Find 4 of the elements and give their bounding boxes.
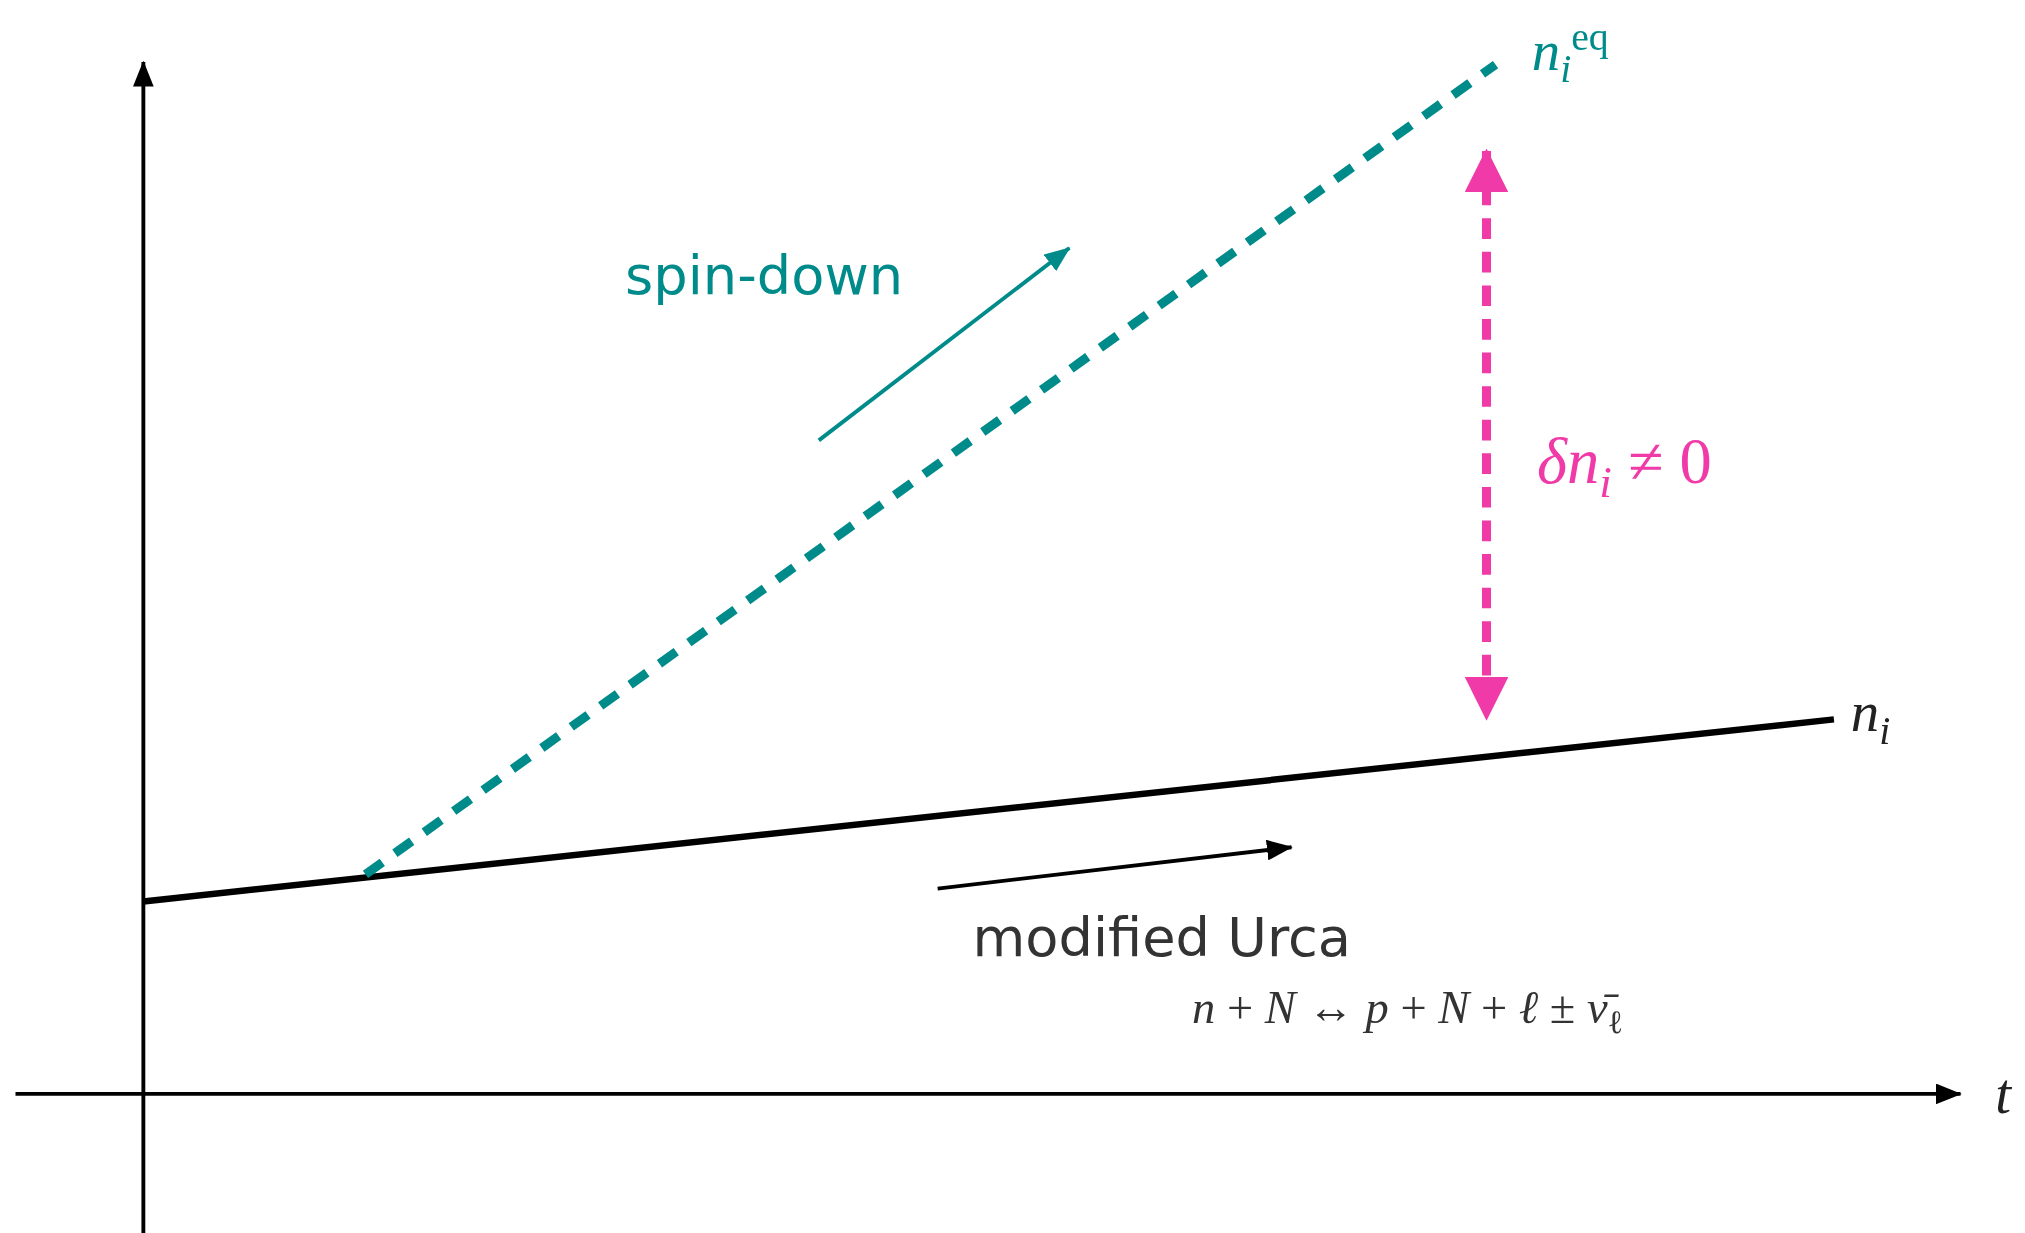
axis-label: t	[1995, 1066, 2012, 1124]
process-label: spin-down	[625, 249, 904, 304]
curve-label: n$_{i}$	[1850, 684, 1891, 742]
process-label: modified Urca	[972, 910, 1352, 965]
